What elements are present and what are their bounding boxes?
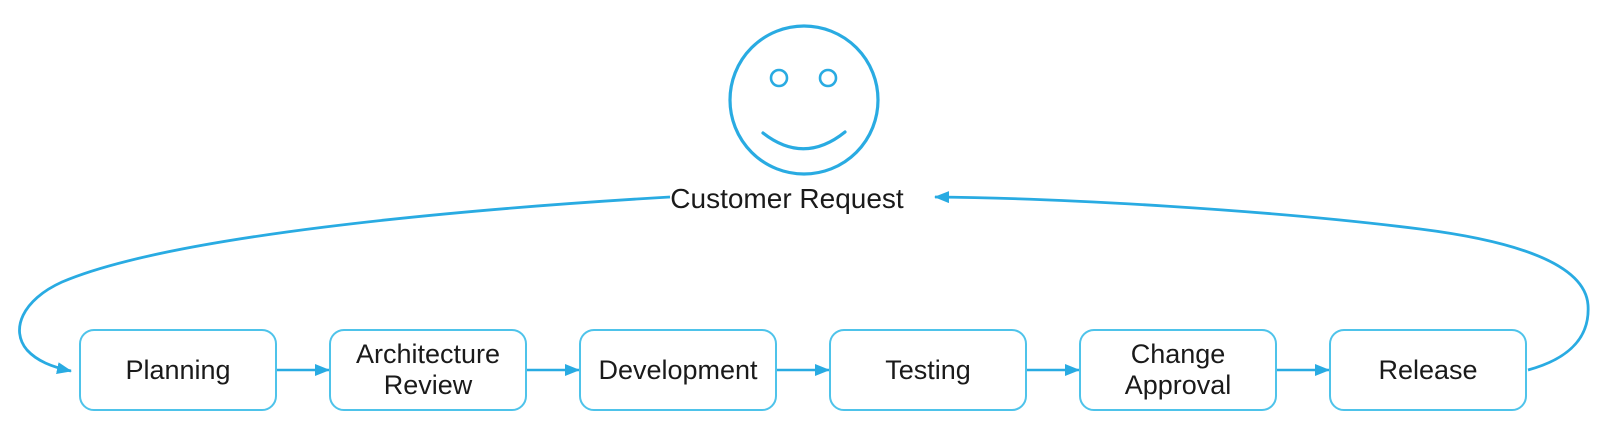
- process-box-release: Release: [1329, 329, 1527, 411]
- process-box-testing: Testing: [829, 329, 1027, 411]
- right-eye-icon: [818, 68, 838, 88]
- face-outline: [728, 24, 880, 176]
- smiley-face-icon: [728, 24, 880, 176]
- process-box-label: Change Approval: [1124, 339, 1232, 400]
- return-arrow-release-to-customer: [934, 191, 1590, 372]
- left-eye-icon: [769, 68, 789, 88]
- process-box-label: Development: [598, 354, 758, 385]
- process-box-label: Planning: [125, 354, 231, 385]
- process-box-architecture-review: Architecture Review: [329, 329, 527, 411]
- process-box-development: Development: [579, 329, 777, 411]
- process-box-planning: Planning: [79, 329, 277, 411]
- process-box-label: Architecture Review: [355, 339, 501, 400]
- return-arrow-customer-to-planning: [18, 195, 671, 374]
- customer-request-label: Customer Request: [670, 183, 904, 214]
- process-box-label: Release: [1378, 354, 1478, 385]
- smile-mouth: [761, 130, 847, 151]
- process-box-change-approval: Change Approval: [1079, 329, 1277, 411]
- process-box-label: Testing: [885, 354, 971, 385]
